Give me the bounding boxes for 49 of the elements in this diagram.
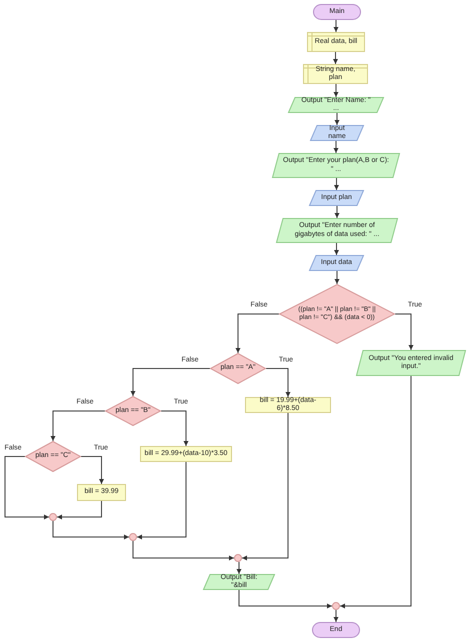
input-parallelogram [309,190,364,206]
declaration-box [303,64,368,84]
arrow [132,540,234,560]
arrow [340,376,412,608]
process-box [140,446,232,462]
arrow [160,410,188,446]
arrow [334,140,338,154]
arrow [80,456,104,484]
process-box [245,397,331,413]
merge-circle [234,554,242,562]
decision-diamond [279,284,395,344]
arrow [334,20,338,32]
input-parallelogram [310,125,364,141]
arrow [333,52,338,64]
arrow [334,84,338,98]
arrow [334,206,340,218]
arrow [334,178,339,190]
arrow [238,590,332,608]
declaration-box [307,32,365,52]
arrow [334,610,338,622]
arrow [4,456,50,520]
arrow [242,412,288,560]
input-parallelogram [309,255,364,271]
arrow [52,520,130,540]
process-box [77,484,126,501]
output-parallelogram [276,218,398,243]
arrow [130,368,210,396]
output-parallelogram [288,97,384,113]
decision-diamond [210,353,266,384]
arrow [136,462,186,540]
arrow [334,112,340,126]
merge-circle [332,602,340,610]
merge-circle [129,533,137,541]
terminal-box [313,4,361,20]
arrow [334,242,339,256]
merge-circle [49,513,57,521]
arrow [236,562,242,574]
output-parallelogram [356,350,466,376]
output-parallelogram [272,153,400,178]
arrow [334,270,340,284]
arrow [56,500,102,520]
arrow [50,410,106,442]
arrow [236,314,280,354]
arrow [266,368,290,398]
output-parallelogram [203,574,275,590]
decision-diamond [25,441,81,472]
arrow [394,314,414,350]
terminal-box [312,622,360,638]
decision-diamond [105,396,161,426]
